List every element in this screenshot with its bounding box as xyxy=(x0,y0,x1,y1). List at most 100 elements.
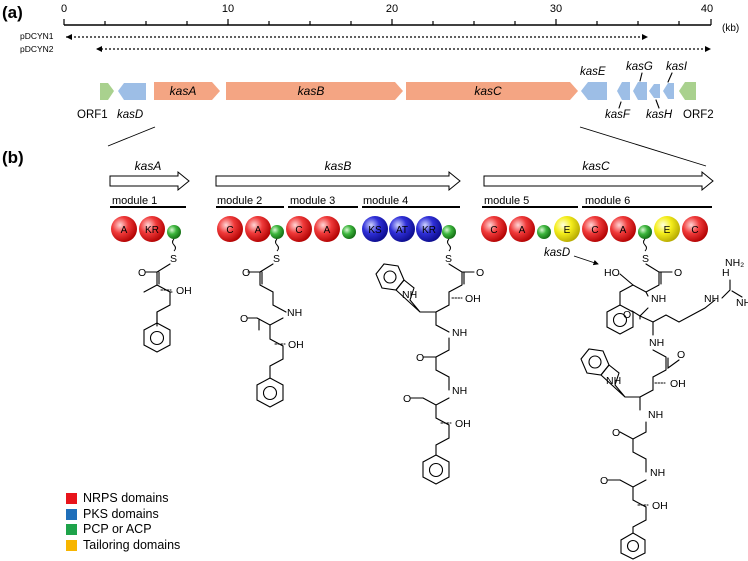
domain-KR xyxy=(139,216,165,242)
svg-text:A: A xyxy=(620,225,627,236)
domain-C xyxy=(682,216,708,242)
gene-label-kasG: kasG xyxy=(626,61,653,73)
svg-text:KS: KS xyxy=(368,225,382,236)
svg-text:NH: NH xyxy=(704,293,719,305)
svg-text:C: C xyxy=(226,225,233,236)
module-bars: module 1 module 2 module 3 module 4 modu… xyxy=(110,195,712,208)
gene-orf1 xyxy=(100,83,114,100)
svg-text:O: O xyxy=(403,393,411,405)
svg-text:O: O xyxy=(623,309,631,321)
legend-item-pks: PKS domains xyxy=(66,507,180,523)
domain-A xyxy=(245,216,271,242)
gene-kasG xyxy=(633,82,647,100)
svg-text:O: O xyxy=(600,475,608,487)
gene-label-kasE: kasE xyxy=(580,66,606,78)
cosmid-pDCYN2: pDCYN2 xyxy=(20,44,711,54)
kasD-arrow xyxy=(573,255,599,266)
domain-A xyxy=(111,216,137,242)
module-label: module 5 xyxy=(484,195,529,207)
svg-text:O: O xyxy=(242,267,250,279)
tick-label: 10 xyxy=(222,3,234,15)
legend-item-nrps: NRPS domains xyxy=(66,491,180,507)
domain-A xyxy=(509,216,535,242)
svg-text:S: S xyxy=(273,253,280,265)
svg-text:E: E xyxy=(564,225,571,236)
panel-label-b: (b) xyxy=(2,148,24,167)
svg-text:O: O xyxy=(612,427,620,439)
svg-text:NH: NH xyxy=(650,467,665,479)
svg-text:KR: KR xyxy=(422,225,436,236)
gene-label-kasD: kasD xyxy=(117,109,143,121)
domain-A xyxy=(610,216,636,242)
gene-kasD xyxy=(118,83,146,100)
domain-E xyxy=(654,216,680,242)
gene-kasI xyxy=(663,83,674,99)
domain-pcp xyxy=(342,225,356,239)
gene-arrows-row: kasA kasB kasC xyxy=(109,159,714,192)
gene-label-kasB: kasB xyxy=(298,84,325,98)
svg-text:A: A xyxy=(255,225,262,236)
svg-text:NH: NH xyxy=(648,409,663,421)
svg-text:C: C xyxy=(490,225,497,236)
gene-orf2 xyxy=(679,82,696,100)
domain-C xyxy=(217,216,243,242)
gene-label-kasI: kasI xyxy=(666,61,688,73)
svg-text:C: C xyxy=(691,225,698,236)
svg-text:pDCYN1: pDCYN1 xyxy=(20,31,54,41)
domain-KR xyxy=(416,216,442,242)
domains: A KR C A C A KS AT KR C A E C A xyxy=(111,216,708,242)
module-label: module 1 xyxy=(112,195,157,207)
gene-kasF xyxy=(617,82,630,100)
svg-text:S: S xyxy=(445,253,452,265)
svg-text:A: A xyxy=(519,225,526,236)
svg-text:NH: NH xyxy=(452,385,467,397)
svg-text:S: S xyxy=(170,253,177,265)
domain-pcp xyxy=(167,225,181,239)
svg-text:HO: HO xyxy=(604,267,620,279)
domain-A xyxy=(314,216,340,242)
intermediate-structure-2: S O NH O OH xyxy=(240,238,304,408)
gene-label-orf1: ORF1 xyxy=(77,109,108,121)
svg-text:NH: NH xyxy=(649,337,664,349)
tick-label: 30 xyxy=(550,3,562,15)
arrow-label-kasB: kasB xyxy=(325,159,352,173)
svg-text:H: H xyxy=(722,267,730,279)
gene-label-kasA: kasA xyxy=(170,84,197,98)
svg-text:OH: OH xyxy=(465,293,481,305)
domain-pcp xyxy=(638,225,652,239)
domain-C xyxy=(481,216,507,242)
gene-kasE xyxy=(581,82,607,100)
legend-swatch xyxy=(66,508,77,520)
svg-text:NH: NH xyxy=(736,297,748,309)
svg-text:E: E xyxy=(664,225,671,236)
svg-text:OH: OH xyxy=(176,285,192,297)
svg-text:O: O xyxy=(138,267,146,279)
svg-text:C: C xyxy=(295,225,302,236)
tick-label: 0 xyxy=(61,3,67,15)
domain-C xyxy=(286,216,312,242)
kasD-annotation: kasD xyxy=(544,247,570,259)
svg-text:NH₂: NH₂ xyxy=(725,257,744,269)
gene-label-kasF: kasF xyxy=(605,109,631,121)
svg-text:OH: OH xyxy=(455,418,471,430)
gene-kasH xyxy=(649,84,660,98)
tick-label: 20 xyxy=(386,3,398,15)
svg-text:KR: KR xyxy=(145,225,159,236)
arrow-label-kasA: kasA xyxy=(135,159,162,173)
cosmid-pDCYN1: pDCYN1 xyxy=(20,31,648,41)
gene-label-orf2: ORF2 xyxy=(683,109,714,121)
kb-scale-bar: 0 10 20 30 40 (kb) xyxy=(61,3,739,34)
svg-text:AT: AT xyxy=(396,225,408,236)
svg-text:C: C xyxy=(591,225,598,236)
intermediate-structure-1: S O OH xyxy=(138,238,192,353)
domain-pcp xyxy=(270,225,284,239)
module-label: module 3 xyxy=(290,195,335,207)
scale-unit: (kb) xyxy=(722,23,739,34)
module-label: module 4 xyxy=(363,195,408,207)
svg-text:A: A xyxy=(121,225,128,236)
svg-text:NH: NH xyxy=(651,293,666,305)
domain-E xyxy=(554,216,580,242)
module-label: module 2 xyxy=(217,195,262,207)
